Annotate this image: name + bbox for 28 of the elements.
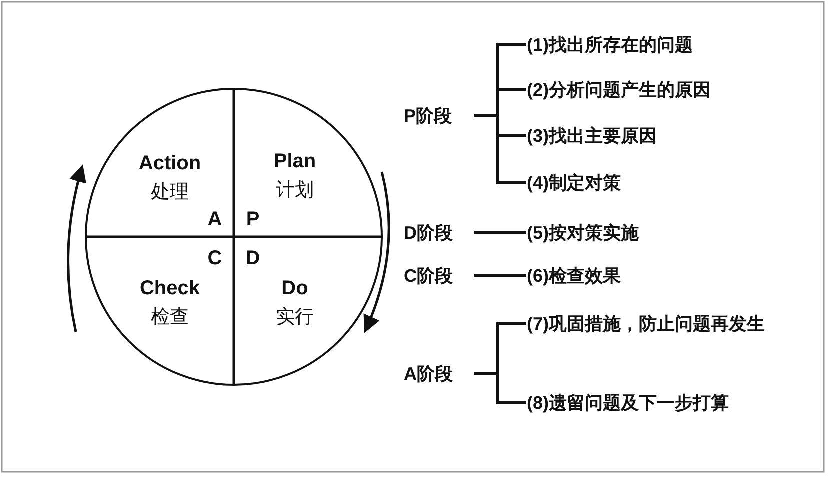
phase-letter: D (246, 248, 260, 270)
phase-label: P阶段 (404, 105, 454, 128)
bracket-line (474, 372, 526, 404)
quadrant-label: Plan (274, 150, 316, 174)
step-text: (3)找出主要原因 (527, 125, 658, 148)
phase-label: D阶段 (404, 222, 454, 245)
step-text: (8)遗留问题及下一步打算 (527, 392, 730, 415)
quadrant-label: 检查 (151, 306, 189, 330)
quadrant-label: Do (282, 278, 308, 300)
step-text: (5)按对策实施 (527, 222, 640, 245)
quadrant-label: 处理 (151, 181, 189, 205)
phase-letter: A (208, 208, 222, 232)
quadrant-label: 实行 (276, 306, 314, 330)
quadrant-label: Check (140, 278, 200, 300)
step-text: (2)分析问题产生的原因 (527, 79, 712, 102)
quadrant-label: Action (138, 152, 202, 176)
bracket-line (474, 232, 526, 234)
step-text: (7)巩固措施，防止问题再发生 (527, 313, 766, 336)
step-text: (1)找出所存在的问题 (527, 34, 694, 57)
bracket-line (474, 274, 526, 278)
phase-letter: C (208, 248, 222, 270)
phase-letter: P (246, 208, 260, 232)
cycle-circle (85, 88, 383, 386)
phase-label: A阶段 (404, 363, 454, 386)
step-text: (6)检查效果 (527, 265, 622, 288)
step-text: (4)制定对策 (527, 172, 622, 195)
phase-label: C阶段 (404, 265, 454, 288)
quadrant-label: 计划 (276, 179, 314, 203)
